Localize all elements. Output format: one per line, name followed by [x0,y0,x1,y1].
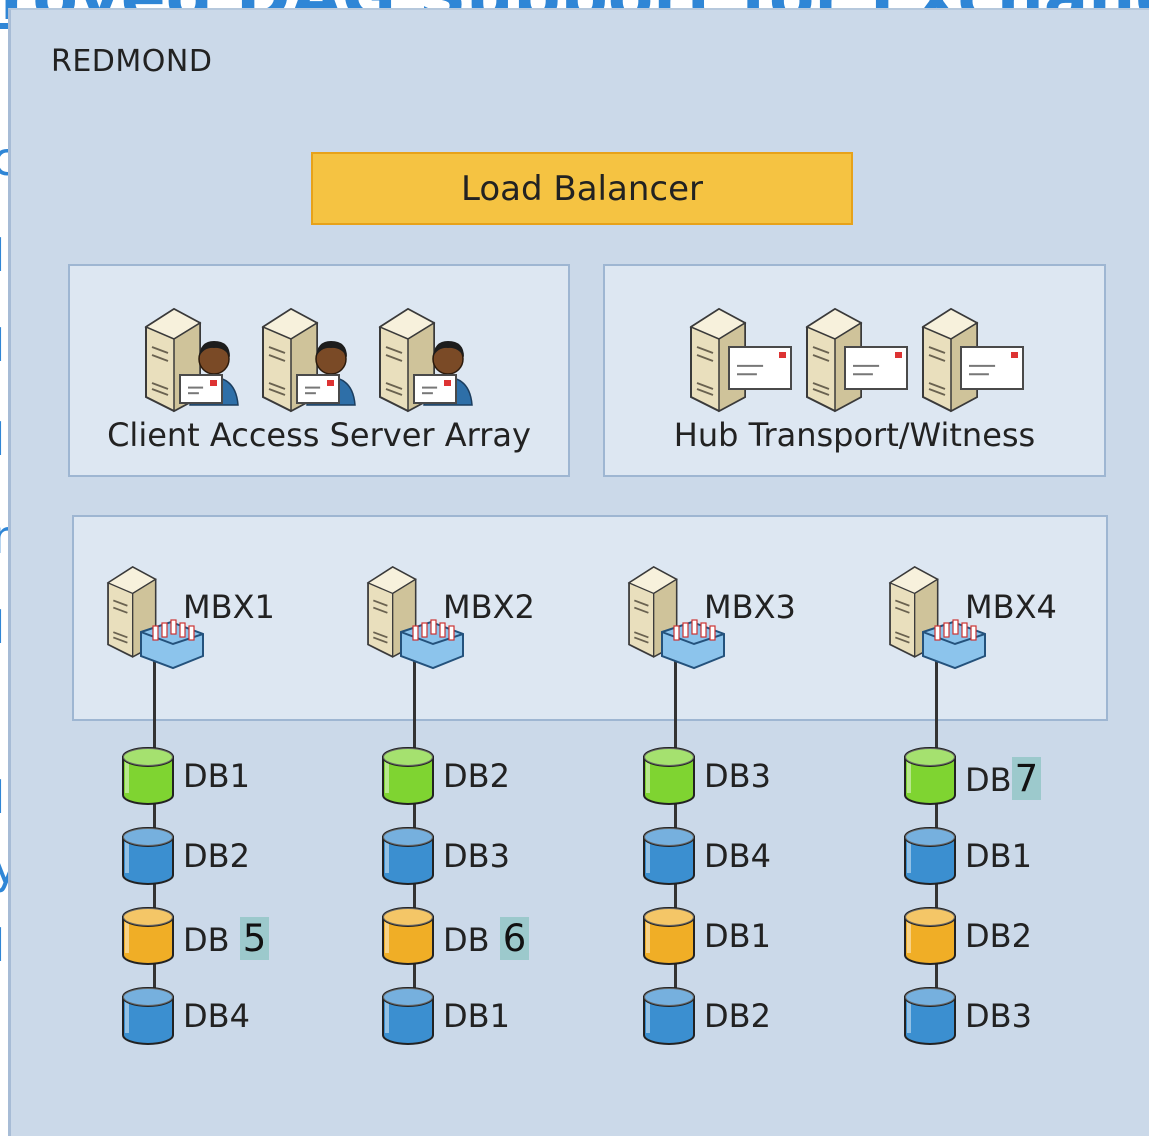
background-fragment: I [0,412,6,466]
database-active-icon [643,747,695,805]
background-fragment: I [0,600,6,654]
database-passive-icon [643,827,695,885]
database-prefix: DB [443,997,490,1035]
client-access-server-array: Client Access Server Array [68,264,570,477]
database-prefix: DB [704,757,751,795]
database-active-icon [122,747,174,805]
mailbox-server-icon [627,566,725,670]
database-number: 1 [489,997,510,1035]
server-user-icon [144,307,239,413]
mailbox-server-icon [106,566,204,670]
database-active-icon [904,747,956,805]
cas-label: Client Access Server Array [107,416,531,454]
database-number: 2 [229,837,250,875]
database-label: DB3 [443,837,510,875]
database-prefix: DB [443,837,490,875]
database-prefix: DB [183,837,230,875]
database-label: DB1 [443,997,510,1035]
database-lagged-icon [643,907,695,965]
mailbox-server-icon [888,566,986,670]
database-label: DB4 [704,837,771,875]
database-label: DB4 [183,997,250,1035]
database-prefix: DB [704,837,751,875]
mailbox-server-label: MBX2 [443,588,535,626]
database-lagged-icon [904,907,956,965]
database-number: 4 [229,997,250,1035]
database-label: DB1 [965,837,1032,875]
database-passive-icon [122,987,174,1045]
database-label: DB1 [704,917,771,955]
server-mail-icon [921,307,1024,413]
database-prefix: DB [183,921,240,959]
database-prefix: DB [965,917,1012,955]
database-number: 4 [750,837,771,875]
database-label: DB3 [704,757,771,795]
database-number: 2 [489,757,510,795]
database-lagged-icon [122,907,174,965]
database-prefix: DB [183,757,230,795]
database-label: DB1 [183,757,250,795]
database-number: 1 [750,917,771,955]
database-prefix: DB [965,997,1012,1035]
database-prefix: DB [443,757,490,795]
database-lagged-icon [382,907,434,965]
database-label: DB7 [965,757,1042,800]
database-number: 5 [239,917,270,960]
database-number: 7 [1011,757,1042,800]
database-passive-icon [122,827,174,885]
database-number: 1 [229,757,250,795]
server-mail-icon [805,307,908,413]
database-label: DB 6 [443,917,530,960]
database-number: 3 [750,757,771,795]
database-prefix: DB [704,997,751,1035]
database-prefix: DB [704,917,751,955]
database-number: 2 [1011,917,1032,955]
database-active-icon [382,747,434,805]
database-label: DB2 [965,917,1032,955]
database-label: DB3 [965,997,1032,1035]
database-prefix: DB [965,837,1012,875]
background-fragment: I [0,918,6,972]
database-passive-icon [904,987,956,1045]
hub-transport-witness: Hub Transport/Witness [603,264,1106,477]
database-label: DB2 [443,757,510,795]
database-passive-icon [904,827,956,885]
load-balancer: Load Balancer [311,152,853,225]
background-fragment: I [0,770,6,824]
database-number: 6 [499,917,530,960]
background-fragment: I [0,228,6,282]
database-number: 2 [750,997,771,1035]
database-passive-icon [382,987,434,1045]
site-label: REDMOND [51,44,213,79]
database-label: DB2 [704,997,771,1035]
server-user-icon [378,307,473,413]
mailbox-server-label: MBX3 [704,588,796,626]
background-fragment: I [0,318,6,372]
database-label: DB2 [183,837,250,875]
database-passive-icon [382,827,434,885]
mailbox-server-icon [366,566,464,670]
database-prefix: DB [183,997,230,1035]
database-passive-icon [643,987,695,1045]
database-prefix: DB [443,921,500,959]
mailbox-server-label: MBX4 [965,588,1057,626]
database-number: 3 [1011,997,1032,1035]
database-number: 3 [489,837,510,875]
database-label: DB 5 [183,917,270,960]
server-mail-icon [689,307,792,413]
redmond-site-frame: REDMOND Load Balancer [8,8,1149,1136]
database-prefix: DB [965,761,1012,799]
server-user-icon [261,307,356,413]
load-balancer-label: Load Balancer [461,168,703,209]
database-number: 1 [1011,837,1032,875]
hub-label: Hub Transport/Witness [673,416,1036,454]
mailbox-server-label: MBX1 [183,588,275,626]
